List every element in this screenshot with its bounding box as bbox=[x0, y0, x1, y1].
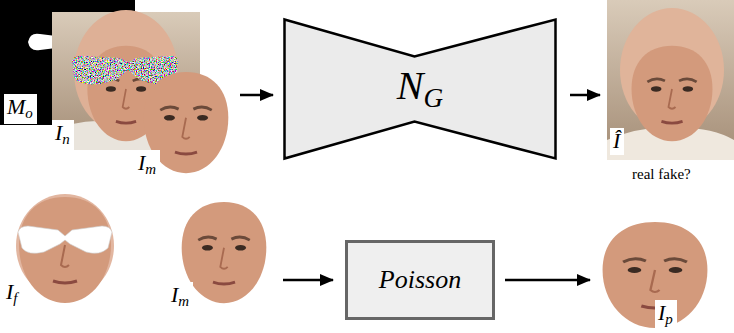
hourglass-outline bbox=[285, 20, 556, 159]
flow-arrow bbox=[505, 279, 590, 282]
symbol-subscript: G bbox=[424, 83, 444, 113]
generator-network: NG bbox=[283, 18, 557, 160]
image-label: In bbox=[52, 120, 74, 150]
process-box: Poisson bbox=[345, 240, 495, 320]
face-crop: Im bbox=[140, 70, 232, 175]
symbol-main: I bbox=[658, 300, 665, 325]
symbol-subscript: p bbox=[665, 311, 672, 327]
image-label: Mo bbox=[4, 94, 37, 124]
output-photo: Î bbox=[607, 0, 734, 160]
flow-arrow bbox=[570, 94, 600, 97]
symbol-main: N bbox=[397, 63, 424, 108]
symbol-subscript: m bbox=[145, 161, 156, 177]
flow-arrow bbox=[240, 94, 273, 97]
node-label: NG bbox=[397, 66, 443, 112]
noised-photo: In bbox=[52, 12, 200, 150]
image-label: Im bbox=[168, 282, 193, 312]
image-label: If bbox=[3, 279, 21, 309]
mask-image: Mo bbox=[0, 0, 135, 125]
symbol-main: I bbox=[171, 282, 178, 307]
symbol-subscript: o bbox=[25, 105, 32, 121]
masked-face: If bbox=[15, 195, 115, 303]
image-label: Ip bbox=[655, 300, 677, 330]
image-label: Im bbox=[135, 150, 160, 180]
node-label: Poisson bbox=[379, 267, 461, 293]
symbol-subscript: f bbox=[13, 290, 17, 306]
face-crop: Im bbox=[178, 200, 270, 305]
symbol-main: I bbox=[138, 150, 145, 175]
flow-arrow bbox=[283, 279, 333, 282]
face-crop bbox=[182, 202, 267, 303]
symbol-main: I bbox=[6, 279, 13, 304]
symbol-subscript: m bbox=[178, 293, 189, 309]
output-photo bbox=[607, 0, 734, 160]
discriminator-note: real fake? bbox=[632, 165, 691, 183]
symbol-main: M bbox=[7, 94, 25, 119]
symbol-subscript: n bbox=[62, 131, 69, 147]
blended-face: Ip bbox=[598, 220, 712, 330]
symbol-main: I bbox=[55, 120, 62, 145]
image-label: Î bbox=[610, 128, 624, 155]
masked-face bbox=[16, 194, 114, 303]
